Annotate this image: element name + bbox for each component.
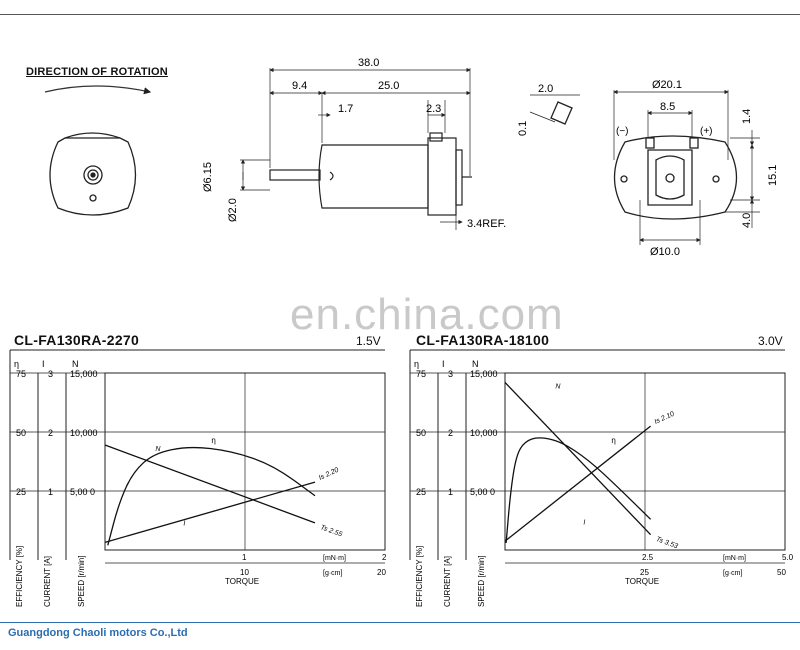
dim-2-3: 2.3 xyxy=(426,103,441,115)
dim-1-7: 1.7 xyxy=(338,103,353,115)
chart1-tick-spd: 15,000 xyxy=(70,369,98,379)
chart1-xtick-top: 1 xyxy=(242,553,247,562)
dim-0-1: 0.1 xyxy=(517,121,529,136)
dim-ref: 3.4REF. xyxy=(467,218,506,230)
rear-view-dimensions xyxy=(529,89,760,245)
chart1-tick-cur: 3 xyxy=(48,369,53,379)
rotation-arrow-icon xyxy=(44,85,152,95)
chart2-label-i: I xyxy=(583,520,585,527)
chart2-ylabel-eff: EFFICIENCY [%] xyxy=(415,546,424,607)
chart2-tick-cur: 3 xyxy=(448,369,453,379)
chart2-xunit-top: [mN·m] xyxy=(723,555,746,562)
chart1-label-i: I xyxy=(183,521,185,528)
chart2-tick-spd: 5,00 0 xyxy=(470,487,495,497)
chart1-label-eta: η xyxy=(211,436,215,445)
dim-10-diameter: Ø10.0 xyxy=(650,246,680,258)
chart2-label-is: Is 2.10 xyxy=(653,411,675,426)
dim-can-diameter: Ø20.1 xyxy=(652,79,682,91)
chart1-label-is: Is 2.20 xyxy=(318,467,340,482)
motor-front-view xyxy=(49,132,137,216)
chart2-xunit-bottom: [g·cm] xyxy=(723,570,743,577)
top-rule xyxy=(0,14,800,15)
chart1-title: CL-FA130RA-2270 xyxy=(14,332,140,348)
motor-side-view xyxy=(269,132,472,216)
chart1-tick-spd: 5,00 0 xyxy=(70,487,95,497)
chart2-head-cur: I xyxy=(442,359,445,369)
chart1-xunit-bottom: [g·cm] xyxy=(323,570,343,577)
footer-rule xyxy=(0,622,800,623)
chart2-label-ts: Ts 3.53 xyxy=(655,536,679,550)
chart2-ylabel-cur: CURRENT [A] xyxy=(443,556,452,607)
chart2-tick-cur: 2 xyxy=(448,428,453,438)
terminal-plus-label: (+) xyxy=(700,126,713,137)
chart1-x-label: TORQUE xyxy=(225,577,259,586)
chart1-tick-eff: 50 xyxy=(16,428,26,438)
dim-shaft-length: 9.4 xyxy=(292,80,307,92)
chart2-voltage: 3.0V xyxy=(758,334,783,348)
chart1-tick-cur: 2 xyxy=(48,428,53,438)
technical-drawing: 38.0 9.4 25.0 1.7 2.3 3.4REF. Ø6.15 Ø2.0 xyxy=(44,57,779,258)
chart1-tick-eff: 75 xyxy=(16,369,26,379)
direction-of-rotation-label: DIRECTION OF ROTATION xyxy=(26,66,168,78)
chart1-head-eff: η xyxy=(14,359,19,369)
chart2-tick-eff: 75 xyxy=(416,369,426,379)
chart2-label-eta: η xyxy=(611,436,615,445)
chart1-xtick-top: 2 xyxy=(382,553,387,562)
chart2-tick-spd: 10,000 xyxy=(470,428,498,438)
company-name: Guangdong Chaoli motors Co.,Ltd xyxy=(8,627,188,639)
chart2-xtick-bottom: 25 xyxy=(640,568,649,577)
watermark: en.china.com xyxy=(290,290,564,339)
dim-overall-length: 38.0 xyxy=(358,57,379,69)
chart2-label-n: N xyxy=(555,383,561,390)
chart2-ylabel-spd: SPEED [r/min] xyxy=(477,555,486,607)
motor-rear-view xyxy=(550,101,738,220)
chart1-ylabel-eff: EFFICIENCY [%] xyxy=(15,546,24,607)
terminal-minus-label: (−) xyxy=(616,126,629,137)
dim-body-diameter: Ø6.15 xyxy=(202,162,214,192)
chart2-x-label: TORQUE xyxy=(625,577,659,586)
chart2-tick-spd: 15,000 xyxy=(470,369,498,379)
dim-1-4: 1.4 xyxy=(741,109,753,124)
chart1-xunit-top: [mN·m] xyxy=(323,555,346,562)
chart1-tick-eff: 25 xyxy=(16,487,26,497)
dim-4-0: 4.0 xyxy=(741,213,753,228)
chart2-series-current xyxy=(504,425,652,542)
chart2-series-efficiency xyxy=(505,437,652,543)
dim-shaft-diameter: Ø2.0 xyxy=(227,198,239,222)
chart2-series-speed xyxy=(504,381,652,536)
chart1-xtick-bottom: 20 xyxy=(377,568,386,577)
chart1-head-cur: I xyxy=(42,359,45,369)
side-view-dimensions xyxy=(240,67,471,230)
dim-2-0: 2.0 xyxy=(538,83,553,95)
chart1-voltage: 1.5V xyxy=(356,334,381,348)
chart1-ylabel-cur: CURRENT [A] xyxy=(43,556,52,607)
chart2-tick-eff: 50 xyxy=(416,428,426,438)
dim-body-length: 25.0 xyxy=(378,80,399,92)
chart1-ylabel-spd: SPEED [r/min] xyxy=(77,555,86,607)
chart1-xtick-bottom: 10 xyxy=(240,568,249,577)
chart2-tick-eff: 25 xyxy=(416,487,426,497)
chart1-series-speed xyxy=(104,444,316,524)
chart1-head-spd: N xyxy=(72,359,79,369)
chart2-xtick-bottom: 50 xyxy=(777,568,786,577)
chart2-head-eff: η xyxy=(414,359,419,369)
chart1-series-efficiency xyxy=(107,446,316,546)
chart2-tick-cur: 1 xyxy=(448,487,453,497)
dim-15-1: 15.1 xyxy=(767,165,779,186)
chart1-label-ts: Ts 2.55 xyxy=(319,524,343,538)
chart1-label-n: N xyxy=(155,446,161,453)
chart1-tick-spd: 10,000 xyxy=(70,428,98,438)
chart1-series-current xyxy=(104,481,316,543)
dim-8-5: 8.5 xyxy=(660,101,675,113)
chart2-head-spd: N xyxy=(472,359,479,369)
chart2-title: CL-FA130RA-18100 xyxy=(416,332,550,348)
chart1-tick-cur: 1 xyxy=(48,487,53,497)
chart2-xtick-top: 5.0 xyxy=(782,553,794,562)
chart2-xtick-top: 2.5 xyxy=(642,553,654,562)
